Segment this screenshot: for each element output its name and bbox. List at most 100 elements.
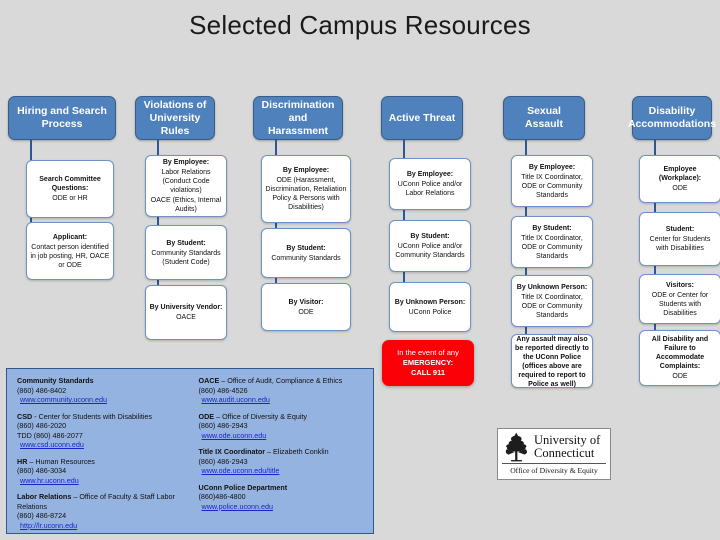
resource-box[interactable]: Search Committee Questions:ODE or HR <box>26 160 114 218</box>
resource-box-heading: By Employee: <box>528 163 576 171</box>
resource-box-heading: Search Committee Questions: <box>39 176 101 192</box>
resource-box[interactable]: All Disability and Failure to Accommodat… <box>639 330 720 386</box>
contact-link[interactable]: www.ode.uconn.edu/title <box>201 466 280 475</box>
contact-phone: (860) 486-2943 <box>198 456 248 466</box>
resource-box[interactable]: Student: Center for Students with Disabil… <box>639 212 720 266</box>
resource-box[interactable]: Applicant:Contact person identified in j… <box>26 222 114 280</box>
contact-phone: (860) 486-4526 <box>198 385 248 395</box>
contact-link[interactable]: www.csd.uconn.edu <box>20 440 84 449</box>
contact-name: OACE – Office of Audit, Compliance & Eth… <box>198 376 343 385</box>
resource-box[interactable]: By University Vendor: OACE <box>145 285 227 340</box>
category-header-2[interactable]: Violations of University Rules <box>135 96 215 140</box>
contact-name: Title IX Coordinator – Elizabeth Conklin <box>198 447 329 456</box>
contact-column-right: OACE – Office of Audit, Compliance & Eth… <box>191 376 365 529</box>
contact-phone: (860) 486-2943 <box>198 421 248 430</box>
category-header-6[interactable]: Disability Accommodations <box>628 96 716 140</box>
category-header-1[interactable]: Hiring and Search Process <box>8 96 116 140</box>
resource-box[interactable]: By Student: Community Standards <box>261 228 351 278</box>
resource-box[interactable]: By Unknown Person:UConn Police <box>389 282 471 332</box>
contact-description: – Elizabeth Conklin <box>265 447 329 456</box>
contact-name: ODE – Office of Diversity & Equity <box>198 411 308 421</box>
contact-description: – Office of Faculty & Staff Labor Relati… <box>17 492 175 511</box>
resource-box-heading: By Unknown Person: <box>516 283 588 291</box>
contact-name: Community Standards <box>17 376 94 385</box>
resource-box-body: Title IX Coordinator, ODE or Community S… <box>521 173 583 199</box>
resource-box[interactable]: Any assault may also be reported directl… <box>511 334 593 388</box>
resource-box-heading: Student: <box>665 226 695 233</box>
contact-entry: CSD - Center for Students with Disabilit… <box>17 412 191 450</box>
resource-box-heading: By University Vendor: <box>149 304 223 311</box>
resource-box-body: UConn Police and/or Labor Relations <box>397 181 463 197</box>
category-header-4[interactable]: Active Threat <box>381 96 463 140</box>
resource-box-body: ODE or Center for Students with Disabili… <box>651 291 709 317</box>
resource-box[interactable]: By Employee:UConn Police and/or Labor Re… <box>389 158 471 210</box>
contact-description: – Office of Audit, Compliance & Ethics <box>219 376 343 385</box>
resource-box-body: Center for Students with Disabilities <box>649 236 711 252</box>
contact-link[interactable]: www.police.uconn.edu <box>201 501 274 511</box>
resource-box-body: Community Standards (Student Code) <box>151 249 221 266</box>
resource-box[interactable]: By Employee: Title IX Coordinator, ODE or… <box>511 155 593 207</box>
category-header-label: Active Threat <box>388 111 456 124</box>
resource-box-heading: By Student: <box>532 224 572 232</box>
resource-box[interactable]: By Employee:ODE (Harassment, Discriminat… <box>261 155 351 223</box>
category-header-label: Sexual Assault <box>525 105 563 130</box>
page-title: Selected Campus Resources <box>189 10 531 40</box>
contact-phone: (860) 486-8402 <box>17 385 67 395</box>
logo-line-1: University of <box>534 432 601 447</box>
resource-box[interactable]: By Student:Title IX Coordinator, ODE or … <box>511 216 593 268</box>
contact-link[interactable]: www.community.uconn.edu <box>20 395 107 404</box>
resource-box[interactable]: By Employee: Labor Relations (Conduct Cod… <box>145 155 227 217</box>
contact-link[interactable]: www.ode.uconn.edu <box>201 430 267 440</box>
resource-box[interactable]: Visitors: ODE or Center for Students with… <box>639 274 720 324</box>
resource-box[interactable]: By Student:UConn Police and/or Community… <box>389 220 471 272</box>
resource-box-heading: By Student: <box>286 244 326 252</box>
contact-name: UConn Police Department <box>198 482 288 492</box>
resource-box-heading: Employee (Workplace): <box>658 166 702 182</box>
resource-box-body: Community Standards <box>271 254 341 262</box>
resource-box[interactable]: By Student:Community Standards (Student … <box>145 225 227 280</box>
resource-box-heading: By Employee: <box>282 167 330 174</box>
category-header-label: Violations of University Rules <box>143 98 207 137</box>
contact-link[interactable]: http://lr.uconn.edu <box>20 520 78 530</box>
resource-box-heading: By Student: <box>410 233 450 240</box>
uconn-ode-logo: University of Connecticut Office of Dive… <box>497 428 611 480</box>
resource-box-heading: By Visitor: <box>288 298 324 306</box>
resource-box-heading: Visitors: <box>666 281 694 289</box>
resource-box-body: UConn Police <box>408 308 452 316</box>
category-header-3[interactable]: Discrimination and Harassment <box>253 96 343 140</box>
resource-box[interactable]: By Visitor: ODE <box>261 283 351 331</box>
oak-tree-icon <box>505 432 528 462</box>
contact-description: - Center for Students with Disabilities <box>32 411 153 421</box>
emergency-line-1: In the event of any <box>397 348 459 357</box>
resource-box-heading: Applicant: <box>52 233 88 241</box>
resource-box-body: ODE <box>672 185 688 192</box>
contact-link[interactable]: www.hr.uconn.edu <box>20 475 79 485</box>
connector-trunk <box>275 140 277 307</box>
resource-box-body: ODE <box>298 308 314 316</box>
resource-box-heading: By Employee: <box>162 159 210 166</box>
contact-entry: ODE – Office of Diversity & Equity(860) … <box>199 412 365 441</box>
resource-box[interactable]: Employee (Workplace): ODE <box>639 155 720 203</box>
contact-phone: (860) 486-3034 <box>17 466 67 475</box>
contact-entry: OACE – Office of Audit, Compliance & Eth… <box>199 376 365 405</box>
resource-box-body: OACE <box>176 314 196 321</box>
category-header-label: Discrimination and Harassment <box>261 98 335 137</box>
resource-box-body: Any assault may also be reported directl… <box>515 335 589 388</box>
logo-line-2: Connecticut <box>534 446 595 460</box>
contact-link[interactable]: www.audit.uconn.edu <box>201 395 270 404</box>
category-header-label: Disability Accommodations <box>627 105 717 130</box>
resource-box[interactable]: By Unknown Person:Title IX Coordinator, … <box>511 275 593 327</box>
emergency-line-3: CALL 911 <box>410 368 446 377</box>
resource-box-body: Labor Relations (Conduct Code violations… <box>161 169 211 194</box>
category-header-5[interactable]: Sexual Assault <box>503 96 585 140</box>
contact-entry: Labor Relations – Office of Faculty & St… <box>17 492 191 530</box>
logo-top-row: University of Connecticut <box>498 429 610 463</box>
resource-box-heading: All Disability and Failure to Accommodat… <box>651 336 709 370</box>
contact-name: Labor Relations – Office of Faculty & St… <box>17 492 175 511</box>
